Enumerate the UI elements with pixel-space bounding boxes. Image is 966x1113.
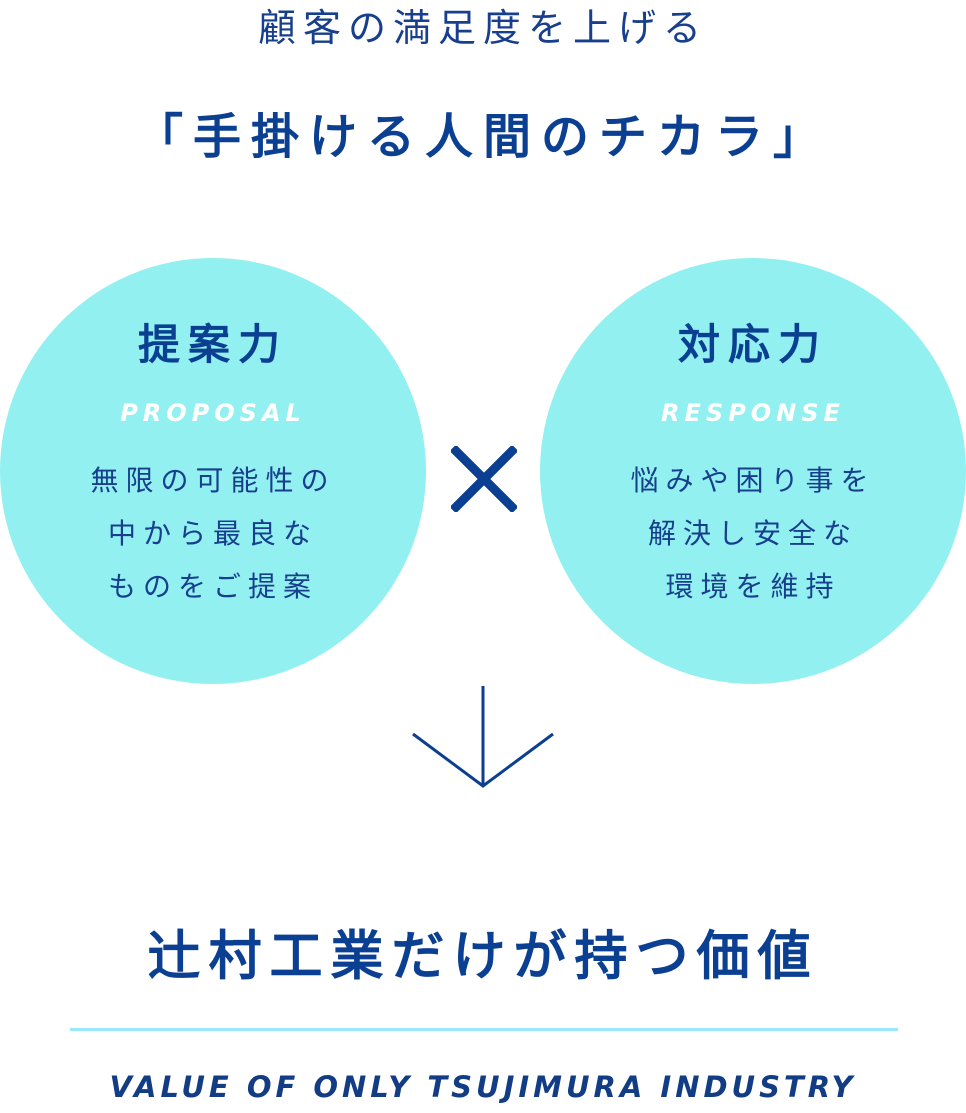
proposal-description-line: ものをご提案 bbox=[107, 570, 318, 603]
proposal-description-line: 無限の可能性の bbox=[90, 464, 336, 497]
response-description: 悩みや困り事を 解決し安全な 環境を維持 bbox=[540, 454, 966, 613]
response-description-line: 悩みや困り事を bbox=[630, 464, 876, 497]
divider bbox=[70, 1028, 898, 1031]
arrow-down-icon bbox=[408, 682, 558, 792]
page-subtitle: 顧客の満足度を上げる bbox=[257, 6, 708, 50]
proposal-description-line: 中から最良な bbox=[107, 517, 318, 550]
proposal-circle: 提案力 PROPOSAL 無限の可能性の 中から最良な ものをご提案 bbox=[0, 258, 426, 684]
value-title: 辻村工業だけが持つ価値 bbox=[147, 926, 819, 987]
page-headline: 「手掛ける人間のチカラ」 bbox=[134, 109, 831, 165]
response-description-line: 解決し安全な bbox=[647, 517, 858, 550]
times-icon bbox=[449, 444, 519, 514]
proposal-english-label: PROPOSAL bbox=[120, 399, 306, 427]
response-english-label: RESPONSE bbox=[661, 399, 845, 427]
proposal-description: 無限の可能性の 中から最良な ものをご提案 bbox=[0, 454, 426, 613]
response-circle: 対応力 RESPONSE 悩みや困り事を 解決し安全な 環境を維持 bbox=[540, 258, 966, 684]
response-title: 対応力 bbox=[677, 320, 828, 369]
value-english-caption: VALUE OF ONLY TSUJIMURA INDUSTRY bbox=[109, 1070, 857, 1104]
response-description-line: 環境を維持 bbox=[665, 570, 841, 603]
proposal-title: 提案力 bbox=[137, 320, 288, 369]
